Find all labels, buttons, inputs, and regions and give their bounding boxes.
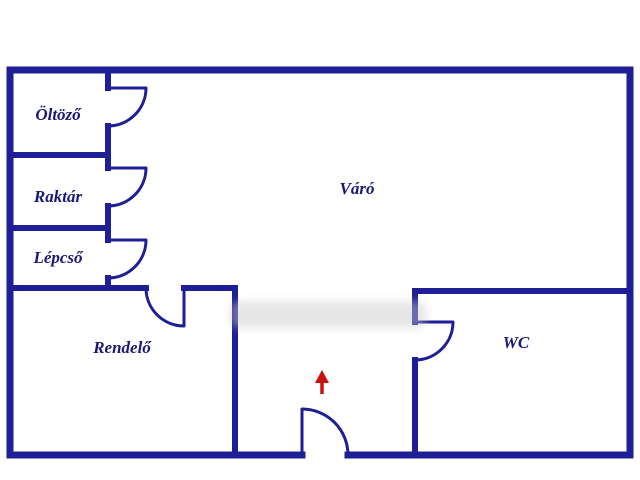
room-label-lepcso: Lépcső <box>32 248 84 267</box>
room-label-varo: Váró <box>340 179 375 198</box>
doors <box>106 86 455 457</box>
door-lepcso <box>106 238 148 280</box>
door-oltozo <box>106 86 148 128</box>
entrance-arrow-head <box>315 370 329 383</box>
door-wc <box>413 320 455 362</box>
outer-wall <box>6 66 634 459</box>
room-label-oltozo: Öltöző <box>35 105 82 124</box>
door-rendelo <box>144 286 186 328</box>
interior-walls <box>7 67 633 458</box>
door-entrance <box>300 407 350 457</box>
door-raktar <box>106 166 148 208</box>
room-labels: Öltöző Raktár Lépcső Váró Rendelő WC <box>32 105 529 357</box>
room-label-rendelo: Rendelő <box>92 338 152 357</box>
watermark <box>230 301 426 328</box>
room-label-wc: WC <box>503 333 530 352</box>
entrance-arrow <box>315 370 329 394</box>
room-label-raktar: Raktár <box>33 187 83 206</box>
